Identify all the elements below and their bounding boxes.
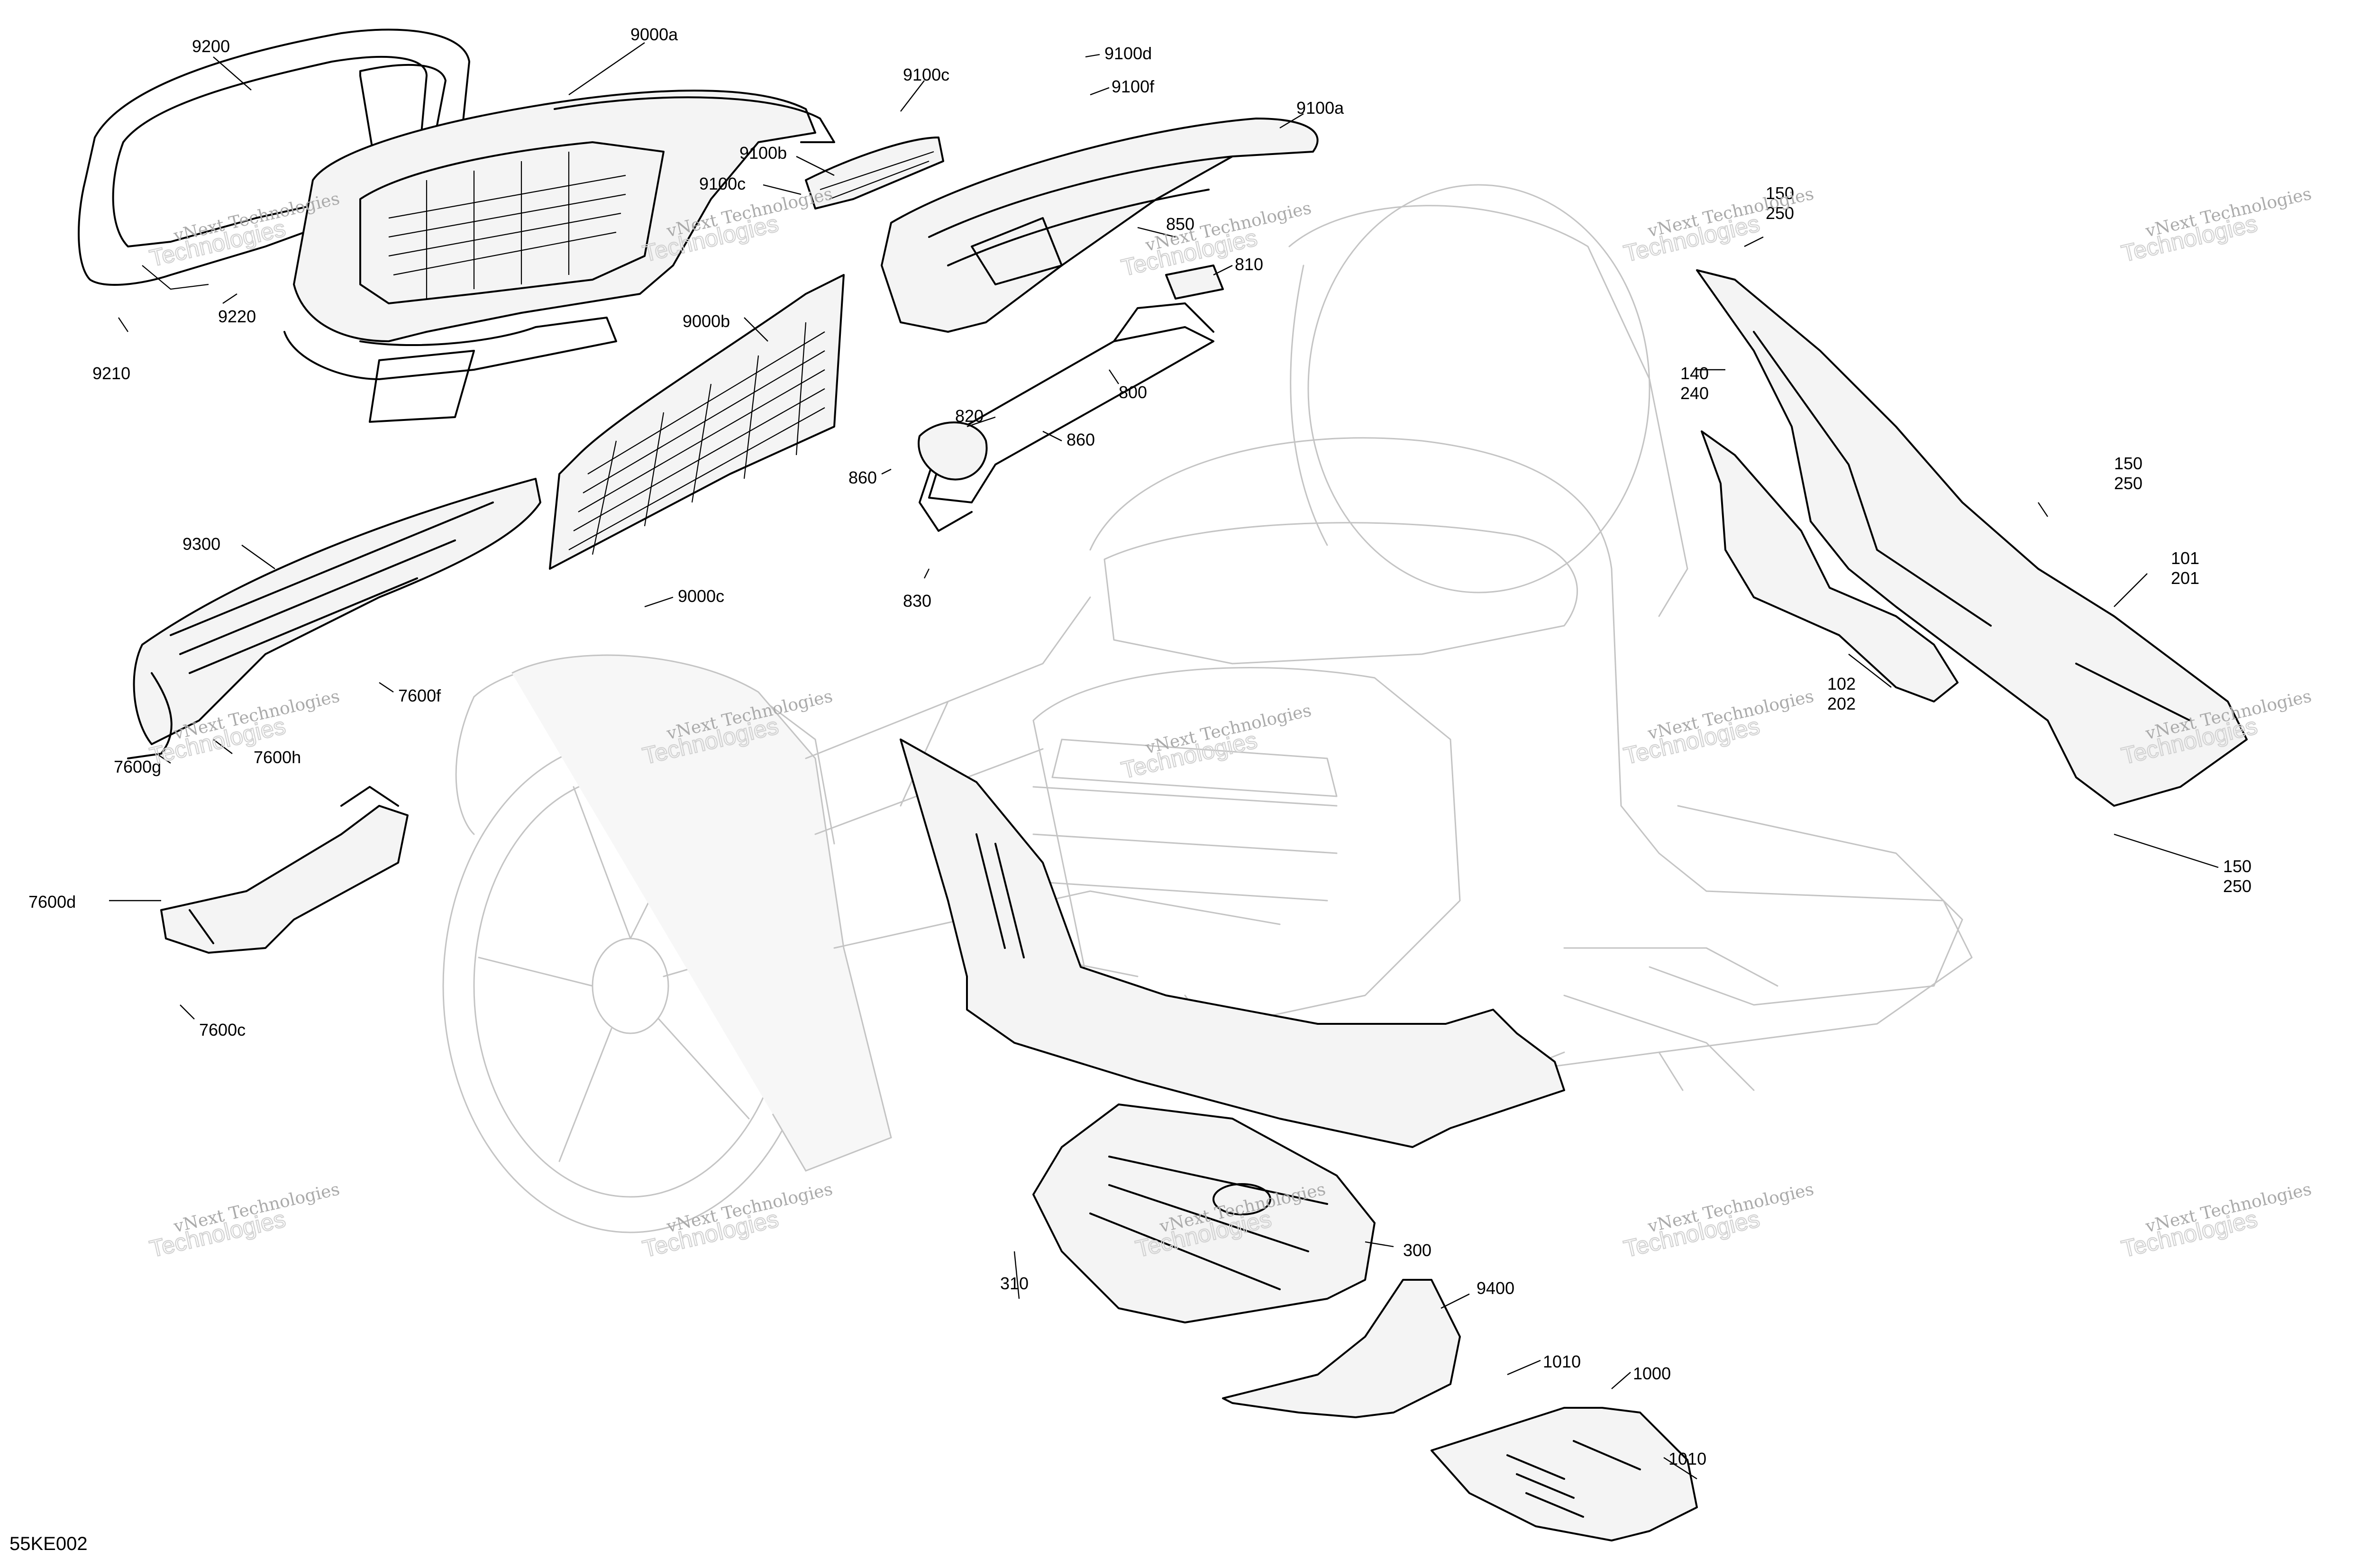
- callout-7600f: 7600f: [398, 686, 441, 705]
- callout-7600h: 7600h: [254, 748, 301, 767]
- callout-9210: 9210: [92, 364, 130, 383]
- callout-800: 800: [1119, 383, 1147, 402]
- part-9400-guard: [1222, 1279, 1461, 1418]
- callout-9100a: 9100a: [1296, 98, 1344, 118]
- callout-9220: 9220: [218, 307, 256, 326]
- callout-1010-bot: 1010: [1668, 1449, 1706, 1468]
- part-7600d-bracket: [160, 786, 409, 954]
- callout-labels: 9200 9000a 9100d 9100f 9100c 9100a 9100b…: [28, 25, 2252, 1468]
- part-101-201-side-panel: [1696, 269, 2248, 807]
- callout-860-left: 860: [848, 468, 877, 487]
- callout-9100b: 9100b: [739, 143, 787, 163]
- callout-7600g: 7600g: [114, 757, 161, 776]
- callout-820: 820: [955, 406, 984, 426]
- callout-201: 201: [2171, 568, 2199, 588]
- callout-250-bot: 250: [2223, 876, 2252, 896]
- part-9000a-front-fascia: [283, 90, 835, 423]
- part-810-clip: [1165, 264, 1224, 300]
- callout-810: 810: [1235, 255, 1263, 274]
- callout-101: 101: [2171, 548, 2199, 568]
- callout-9100f: 9100f: [1112, 77, 1155, 96]
- callout-9000a: 9000a: [630, 25, 678, 44]
- callout-9100c: 9100c: [903, 65, 949, 84]
- callout-9300: 9300: [182, 534, 220, 554]
- callout-202: 202: [1827, 694, 1856, 713]
- part-9100a-upper-panel: [881, 118, 1319, 333]
- part-9100b-light-bar: [805, 137, 944, 210]
- callout-250-mid: 250: [2114, 474, 2142, 493]
- callout-860-right: 860: [1066, 430, 1095, 449]
- callout-102: 102: [1827, 674, 1856, 693]
- callout-310: 310: [1000, 1274, 1029, 1293]
- callout-9000c: 9000c: [678, 586, 724, 606]
- callout-1000: 1000: [1633, 1364, 1671, 1383]
- diagram-code: 55KE002: [9, 1533, 88, 1554]
- part-lower-belly-pan: [900, 738, 1565, 1148]
- callout-150-bot: 150: [2223, 857, 2252, 876]
- leader-lines: [109, 42, 2219, 1480]
- callout-240: 240: [1680, 383, 1709, 403]
- part-102-202-inner-panel: [1701, 430, 1959, 702]
- part-9300-lower-deflector: [127, 478, 541, 759]
- callout-150-top: 150: [1766, 183, 1794, 203]
- callout-140: 140: [1680, 364, 1709, 383]
- callout-9100c-lower: 9100c: [699, 174, 746, 193]
- part-300-tray: [1032, 1103, 1376, 1323]
- callout-9000b: 9000b: [683, 311, 730, 331]
- callout-150-mid: 150: [2114, 454, 2142, 473]
- callout-1010-top: 1010: [1543, 1352, 1581, 1371]
- callout-250-top: 250: [1766, 203, 1794, 223]
- callout-9200: 9200: [192, 36, 230, 56]
- callout-7600c: 7600c: [199, 1020, 246, 1039]
- callout-850: 850: [1166, 214, 1194, 234]
- callout-9100d: 9100d: [1104, 44, 1152, 63]
- callout-7600d: 7600d: [28, 892, 76, 912]
- callout-9400: 9400: [1477, 1278, 1514, 1298]
- part-800-support-bracket: [918, 302, 1214, 532]
- part-1000-skid-plate: [1431, 1407, 1698, 1541]
- callout-830: 830: [903, 591, 931, 611]
- part-9000b-mesh-grille: [549, 274, 845, 570]
- callout-300: 300: [1403, 1240, 1431, 1260]
